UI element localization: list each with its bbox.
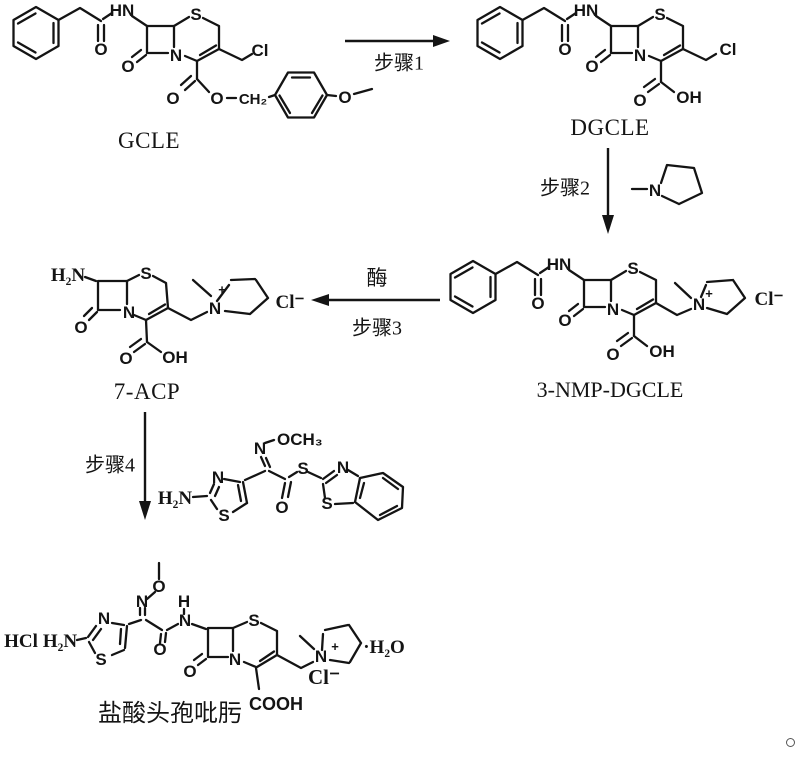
step4-arrow	[139, 412, 151, 520]
nmp-dgcle-structure: HN O O N S N + Cl⁻ O OH 3-NMP-DGCLE	[449, 255, 784, 402]
acp7-name: 7-ACP	[114, 379, 180, 404]
maem-bt-s-label: S	[321, 494, 332, 513]
dgcle-cl-label: Cl	[720, 40, 737, 59]
nmp-dgcle-bonds	[449, 259, 747, 348]
maem-structure: H₂N N S N OCH₃ S O N S	[158, 430, 405, 525]
nmp-reagent-structure: N	[630, 163, 704, 206]
dgcle-ring-s-label: S	[654, 5, 665, 24]
dgcle-bonds	[476, 5, 718, 94]
nmp-dgcle-acid-o-label: O	[606, 345, 619, 364]
dgcle-acid-oh-label: OH	[676, 88, 702, 107]
gcle-name: GCLE	[118, 128, 180, 153]
nmp-dgcle-nh-label: HN	[547, 255, 572, 274]
product-thiazole-s-label: S	[95, 650, 106, 669]
acp7-structure: H₂N O N S N + Cl⁻ O OH 7-ACP	[51, 264, 305, 404]
gcle-ester-o-label: O	[210, 89, 223, 108]
gcle-ring-s-label: S	[190, 5, 201, 24]
nmp-dgcle-charge-label: +	[705, 286, 713, 301]
product-cooh-label: COOH	[249, 694, 303, 714]
nmp-dgcle-lactam-o-label: O	[558, 311, 571, 330]
nmp-dgcle-ring-n-label: N	[607, 300, 619, 319]
maem-carbonyl-o-label: O	[275, 498, 288, 517]
dgcle-structure: HN O O N S Cl O OH DGCLE	[476, 1, 737, 140]
dgcle-acid-o-label: O	[633, 91, 646, 110]
product-oxime-n-label: N	[136, 592, 148, 611]
acp7-ring-s-label: S	[140, 264, 151, 283]
acp7-bonds	[82, 273, 270, 354]
step1-arrow	[345, 35, 450, 47]
product-h2n-label: H₂N	[43, 631, 77, 652]
acp7-pyr-n-label: N	[209, 299, 221, 318]
acp7-acid-oh-label: OH	[162, 348, 188, 367]
gcle-ester-dbl-o-label: O	[166, 89, 179, 108]
maem-bt-n-label: N	[337, 458, 349, 477]
nmp-dgcle-ring-s-label: S	[627, 259, 638, 278]
nmp-dgcle-name: 3-NMP-DGCLE	[537, 377, 684, 402]
product-amide-o-label: O	[153, 640, 166, 659]
maem-oxime-n-label: N	[254, 439, 266, 458]
dgcle-amide-o-label: O	[558, 40, 571, 59]
product-structure: HCl H₂N N S N O H N O O N S N + Cl⁻ ·H₂O…	[4, 561, 405, 727]
product-ring-n-label: N	[229, 650, 241, 669]
dgcle-lactam-o-label: O	[585, 57, 598, 76]
gcle-cl-label: Cl	[252, 41, 269, 60]
maem-bonds	[191, 438, 405, 522]
step1-label: 步骤1	[374, 52, 424, 75]
product-bonds	[75, 561, 363, 691]
product-name: 盐酸头孢吡肟	[98, 700, 242, 727]
product-thiazole-n-label: N	[98, 609, 110, 628]
dgcle-nh-label: HN	[574, 1, 599, 20]
nmp-n-label: N	[649, 181, 661, 200]
product-pyr-n-label: N	[315, 647, 327, 666]
product-oxime-o-label: O	[152, 577, 165, 596]
gcle-lactam-o-label: O	[121, 57, 134, 76]
product-hydrate-label: ·H₂O	[363, 637, 405, 658]
maem-thiazole-s-label: S	[218, 506, 229, 525]
product-amide-h-label: H	[178, 592, 190, 611]
step2-label: 步骤2	[540, 177, 590, 200]
dgcle-ring-n-label: N	[634, 46, 646, 65]
dgcle-name: DGCLE	[570, 115, 649, 140]
product-chloride-label: Cl⁻	[308, 665, 340, 689]
nmp-dgcle-amide-o-label: O	[531, 294, 544, 313]
gcle-ring-n-label: N	[170, 46, 182, 65]
gcle-structure: HN O O N S Cl O O CH₂ O GCLE	[12, 1, 374, 153]
gcle-bonds	[12, 5, 374, 119]
maem-thiazole-n-label: N	[212, 468, 224, 487]
maem-methoxy-label: OCH₃	[277, 430, 323, 449]
acp7-acid-o-label: O	[119, 349, 132, 368]
nmp-dgcle-acid-oh-label: OH	[649, 342, 675, 361]
product-charge-label: +	[331, 639, 339, 654]
acp7-lactam-o-label: O	[74, 318, 87, 337]
step4-label: 步骤4	[85, 454, 135, 477]
product-lactam-o-label: O	[183, 662, 196, 681]
gcle-ester-ch2-label: CH₂	[239, 91, 267, 108]
corner-dot-mark	[786, 738, 795, 747]
acp7-h2n-label: H₂N	[51, 265, 85, 286]
product-amide-n-label: N	[179, 611, 191, 630]
nmp-dgcle-pyr-n-label: N	[693, 295, 705, 314]
step2-arrow	[602, 148, 614, 234]
enzyme-label: 酶	[366, 266, 388, 290]
gcle-amide-o-label: O	[94, 40, 107, 59]
product-hcl-label: HCl	[4, 631, 38, 652]
nmp-dgcle-chloride-label: Cl⁻	[754, 289, 783, 310]
step3-label: 步骤3	[352, 317, 402, 340]
maem-thioester-s-label: S	[297, 459, 308, 478]
acp7-chloride-label: Cl⁻	[275, 292, 304, 313]
gcle-nh-label: HN	[110, 1, 135, 20]
product-ring-s-label: S	[248, 611, 259, 630]
gcle-pmb-o-label: O	[338, 88, 351, 107]
step3-arrow	[311, 294, 440, 306]
acp7-charge-label: +	[218, 282, 226, 297]
acp7-ring-n-label: N	[123, 303, 135, 322]
maem-h2n-label: H₂N	[158, 488, 192, 509]
nmp-reagent-bonds	[630, 163, 704, 206]
